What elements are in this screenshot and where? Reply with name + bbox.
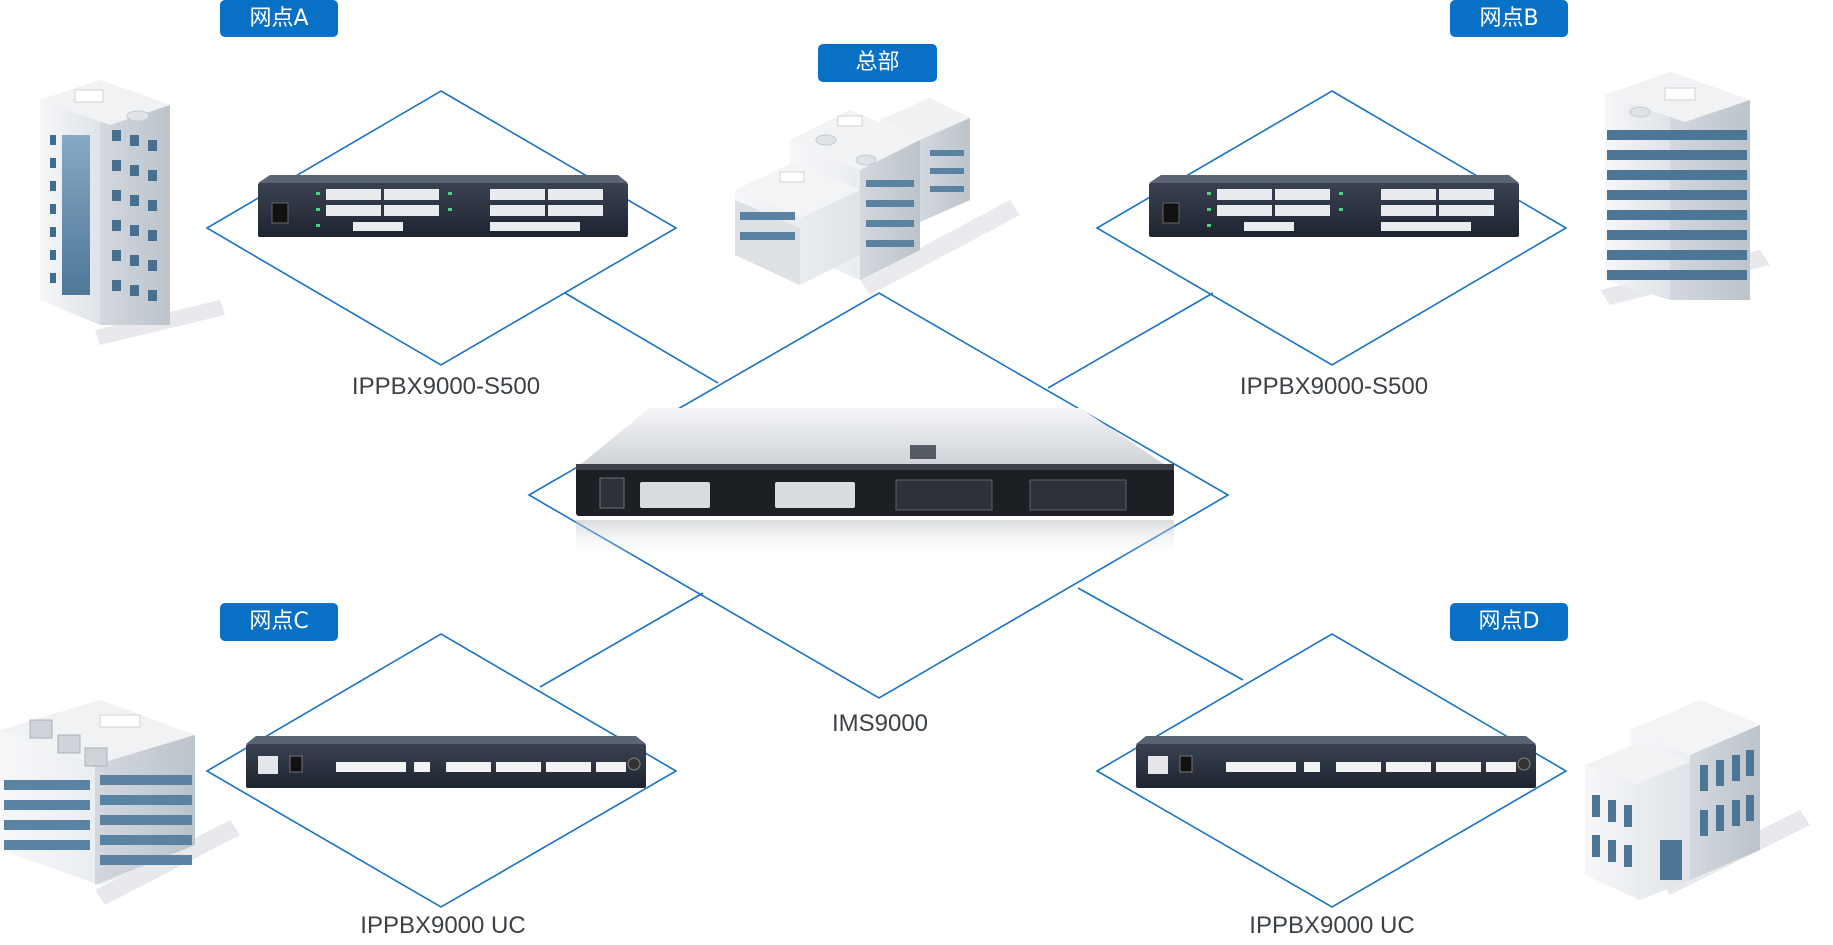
server-icon [576, 408, 1174, 560]
link-lines [539, 292, 1244, 688]
device-label-d: IPPBX9000 UC [1249, 912, 1415, 939]
link-line-c [539, 592, 704, 688]
diamond-frame-c [205, 633, 678, 908]
rack-gateway-icon [258, 175, 628, 237]
building-icon [40, 80, 225, 345]
desktop-gateway-icon [246, 736, 646, 788]
branch-badge-d: 网点D [1450, 603, 1568, 641]
device-label-b: IPPBX9000-S500 [1239, 373, 1429, 400]
device-label-a: IPPBX9000-S500 [351, 373, 541, 400]
building-icon [0, 700, 240, 905]
building-icon [1600, 72, 1770, 305]
branch-badge-a: 网点A [220, 0, 338, 37]
diamond-frame-d [1095, 633, 1568, 908]
device-label-center: IMS9000 [831, 710, 929, 737]
link-line-b [1047, 292, 1214, 389]
desktop-gateway-icon [1136, 736, 1536, 788]
building-icon [1585, 700, 1810, 900]
rack-gateway-icon [1149, 175, 1519, 237]
link-line-d [1077, 587, 1244, 681]
branch-badge-c: 网点C [220, 603, 338, 641]
branch-badge-b: 网点B [1450, 0, 1568, 37]
hq-badge: 总部 [818, 44, 937, 82]
building-icon [735, 98, 1020, 295]
link-line-a [564, 292, 719, 384]
device-label-c: IPPBX9000 UC [360, 912, 526, 939]
